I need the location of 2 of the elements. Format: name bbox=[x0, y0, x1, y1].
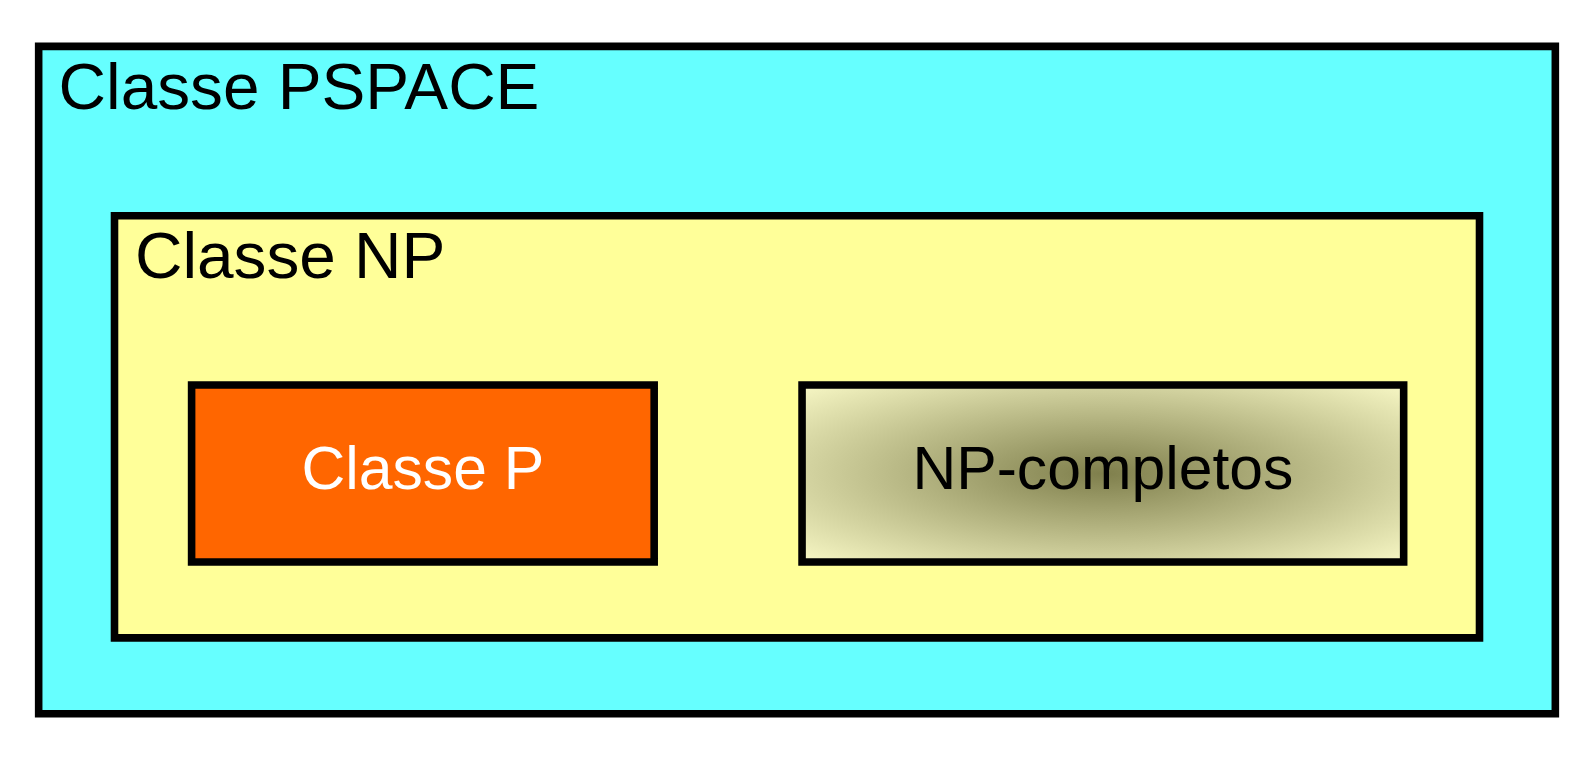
node-box: Classe P bbox=[187, 381, 658, 566]
node-box: NP-completos bbox=[798, 381, 1408, 566]
